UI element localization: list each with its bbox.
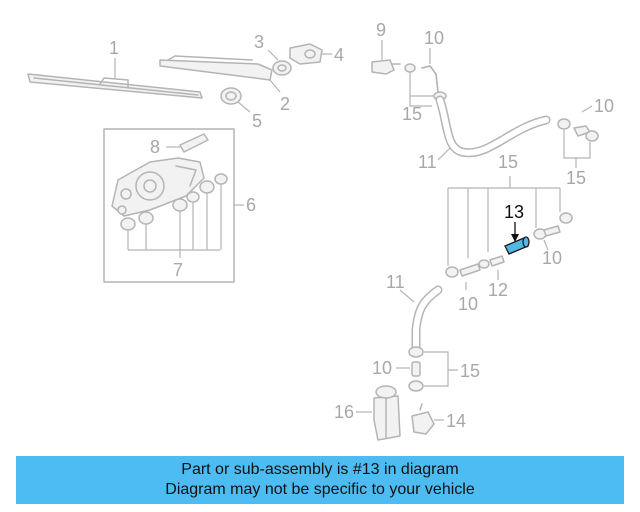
callout-13: 13 — [504, 202, 524, 222]
callout-10-right: 10 — [594, 96, 614, 116]
callout-5: 5 — [252, 111, 262, 131]
callout-12: 12 — [488, 280, 508, 300]
washer-reservoir — [373, 385, 401, 441]
wiper-arm — [159, 55, 273, 81]
callout-4: 4 — [334, 45, 344, 65]
hose-clamps-lower — [408, 346, 424, 392]
info-banner: Part or sub-assembly is #13 in diagram D… — [16, 456, 624, 504]
pivot-shaft — [179, 133, 209, 153]
cap — [289, 43, 323, 65]
washer-hose-lower — [411, 285, 443, 351]
hose-clamps-top — [404, 63, 447, 101]
callout-10-lower: 10 — [372, 358, 392, 378]
callout-2: 2 — [280, 94, 290, 114]
callout-8: 8 — [150, 137, 160, 157]
callout-11-top: 11 — [418, 152, 437, 172]
nut — [272, 60, 292, 76]
callout-1: 1 — [109, 38, 119, 58]
callout-15-right: 15 — [566, 168, 586, 188]
part-13-connector — [504, 236, 530, 255]
callout-10-top: 10 — [424, 28, 444, 48]
wiper-motor — [111, 157, 205, 217]
callout-10-mid-right: 10 — [542, 248, 562, 268]
callout-11-lower: 11 — [386, 272, 405, 292]
hose-clamps-right — [557, 118, 599, 142]
callout-15-mid: 15 — [498, 152, 518, 172]
callout-7: 7 — [173, 260, 183, 280]
connector-chain — [445, 212, 573, 278]
washer-hose-upper — [435, 95, 551, 158]
banner-line-1: Part or sub-assembly is #13 in diagram — [181, 461, 459, 478]
callout-15-top: 15 — [402, 104, 422, 124]
callout-16: 16 — [334, 402, 354, 422]
callout-6: 6 — [246, 195, 256, 215]
callout-3: 3 — [254, 32, 264, 52]
grommet — [220, 87, 242, 105]
elbow-hose-top — [421, 65, 439, 93]
callout-9: 9 — [376, 20, 386, 40]
callout-15-lower: 15 — [460, 361, 480, 381]
wiper-blade — [27, 73, 203, 99]
washer-pump — [411, 403, 435, 435]
washer-nozzle — [371, 59, 401, 75]
banner-line-2: Diagram may not be specific to your vehi… — [165, 481, 475, 498]
parts-diagram: 1 2 3 4 5 6 8 — [27, 20, 614, 441]
callout-10-mid-left: 10 — [458, 294, 478, 314]
callout-14: 14 — [446, 411, 466, 431]
